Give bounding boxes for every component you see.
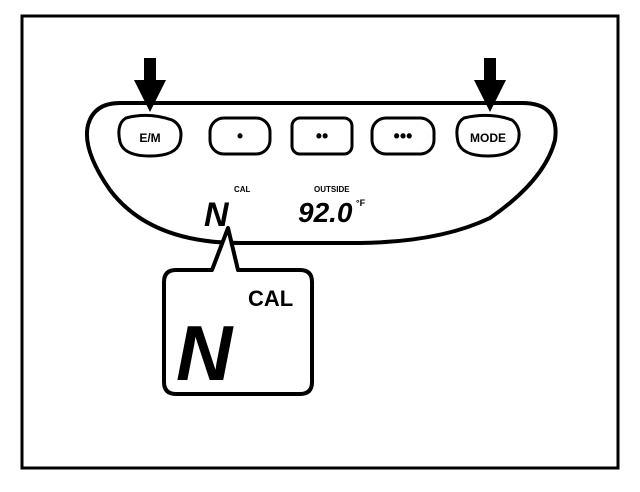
dot3-button-label: •••: [394, 126, 413, 146]
display-cal-label: CAL: [234, 185, 251, 194]
console-outline: [85, 101, 558, 245]
callout-compass-letter: N: [176, 309, 234, 397]
temperature-value: 92.0: [298, 197, 353, 228]
arrow-down-icon-em: [134, 58, 166, 112]
em-button-label: E/M: [139, 131, 160, 145]
mode-button-label: MODE: [470, 131, 506, 145]
dot2-button-label: ••: [316, 126, 329, 146]
callout-bubble: [162, 226, 314, 396]
compass-letter: N: [204, 196, 230, 234]
em-button[interactable]: E/M: [117, 113, 183, 158]
outside-label: OUTSIDE: [314, 185, 350, 194]
dot1-button-label: •: [237, 126, 243, 146]
diagram-frame: [20, 14, 620, 470]
dot2-button[interactable]: ••: [290, 116, 354, 156]
dot1-button[interactable]: •: [208, 116, 272, 156]
callout-cal-label: CAL: [248, 286, 293, 311]
arrow-down-icon-mode: [474, 58, 506, 112]
temperature-unit: °F: [356, 198, 366, 208]
dot3-button[interactable]: •••: [370, 116, 436, 156]
mode-button[interactable]: MODE: [455, 113, 521, 158]
